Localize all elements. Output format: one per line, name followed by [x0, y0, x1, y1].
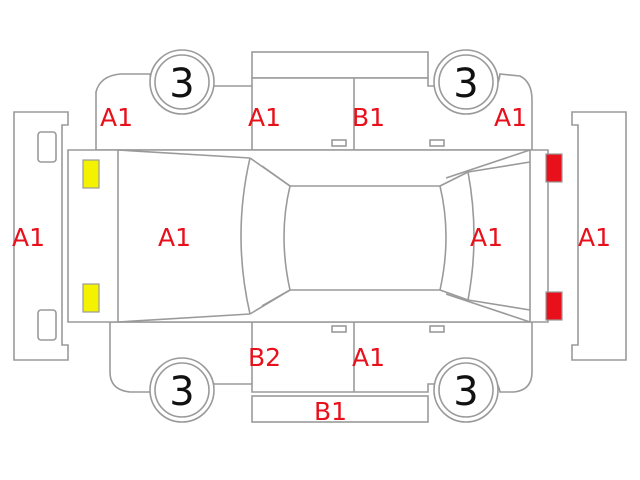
label-hood: A1 [158, 223, 191, 252]
left-side-profile [95, 73, 533, 186]
tire-front-left: 3 [149, 49, 215, 115]
tire-front-right: 3 [149, 357, 215, 423]
damage-labels: A1 A1 A1 A1 A1 A1 B1 A1 B2 A1 B1 [12, 103, 611, 426]
right-rocker-strip [251, 395, 429, 423]
tire-front-right-number: 3 [169, 369, 194, 415]
label-rear-bumper: A1 [578, 223, 611, 252]
label-left-rear-fender: A1 [494, 103, 527, 132]
car-body-top-view [67, 149, 549, 323]
left-rocker-strip [251, 51, 429, 79]
label-left-front-door: A1 [248, 103, 281, 132]
left-headlight [82, 159, 100, 189]
front-bumper [13, 111, 69, 361]
rear-bumper [571, 111, 627, 361]
label-right-front-pillar: B2 [248, 343, 281, 372]
tire-front-left-number: 3 [169, 61, 194, 107]
label-left-rear-door: B1 [352, 103, 385, 132]
label-right-rear-door: A1 [352, 343, 385, 372]
label-left-front-fender: A1 [100, 103, 133, 132]
tire-rear-left: 3 [433, 49, 499, 115]
tire-rear-right: 3 [433, 357, 499, 423]
label-front-bumper: A1 [12, 223, 45, 252]
right-side-profile [109, 290, 533, 393]
label-right-rocker: B1 [314, 397, 347, 426]
label-trunk: A1 [470, 223, 503, 252]
tire-rear-left-number: 3 [453, 61, 478, 107]
tire-rear-right-number: 3 [453, 369, 478, 415]
right-headlight [82, 283, 100, 313]
right-taillight [545, 291, 563, 321]
left-taillight [545, 153, 563, 183]
